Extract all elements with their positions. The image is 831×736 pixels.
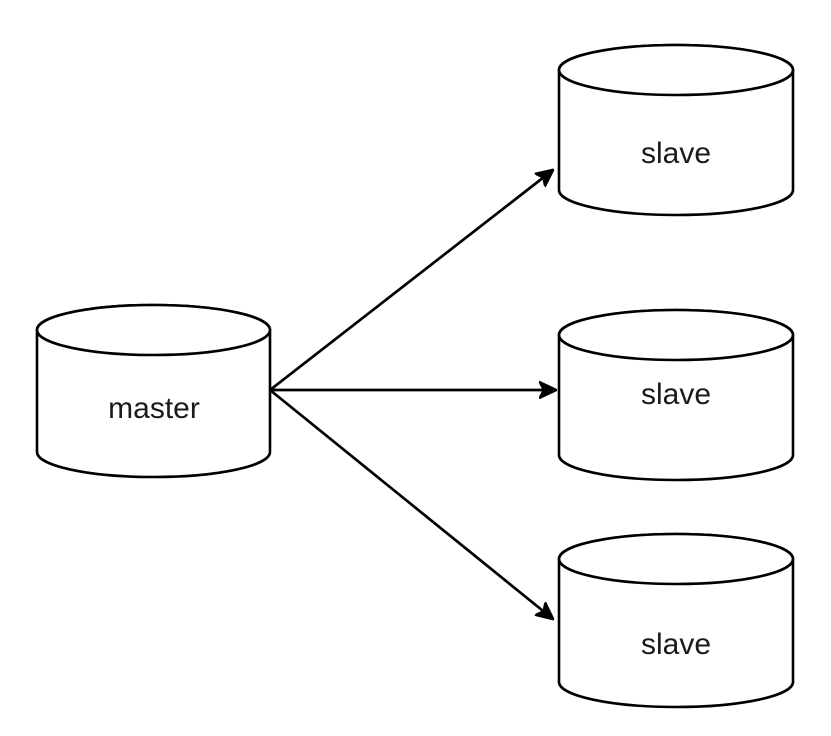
edge-master-to-slave-1[interactable] bbox=[269, 170, 553, 392]
master-label: master bbox=[108, 392, 200, 425]
node-slave-3[interactable]: slave bbox=[557, 532, 795, 709]
slave-3-cylinder-top bbox=[557, 532, 795, 586]
slave-1-cylinder-top bbox=[557, 43, 795, 97]
node-master[interactable]: master bbox=[35, 303, 272, 479]
master-cylinder-top bbox=[35, 303, 272, 357]
node-slave-2[interactable]: slave bbox=[557, 308, 795, 482]
node-slave-1[interactable]: slave bbox=[557, 43, 795, 217]
slave-2-cylinder-top bbox=[557, 308, 795, 362]
slave-3-label: slave bbox=[641, 628, 711, 661]
slave-1-label: slave bbox=[641, 137, 711, 170]
slave-2-label: slave bbox=[641, 378, 711, 411]
edge-master-to-slave-3[interactable] bbox=[269, 388, 553, 619]
edge-group bbox=[269, 170, 556, 619]
